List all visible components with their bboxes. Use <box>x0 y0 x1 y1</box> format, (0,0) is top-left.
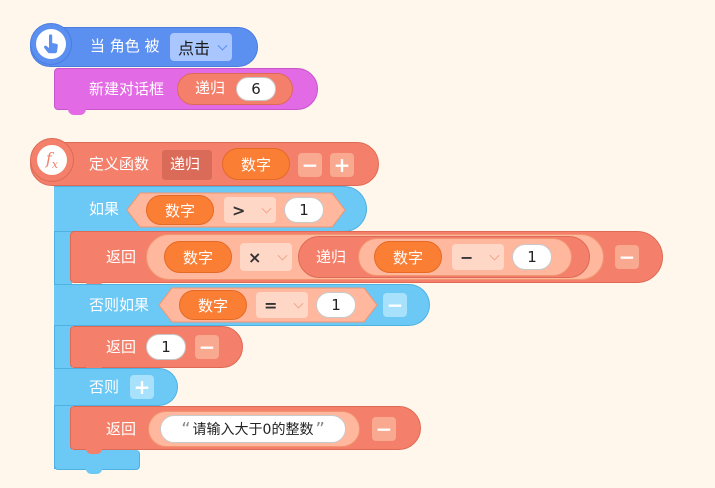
multiply-operator-dropdown[interactable]: × <box>240 243 292 271</box>
return-label: 返回 <box>106 248 137 266</box>
open-quote: “ <box>181 418 191 440</box>
else-if-right-input[interactable]: 1 <box>316 292 356 318</box>
trigger-dropdown[interactable]: 点击 <box>170 33 232 61</box>
chevron-down-icon <box>261 203 272 214</box>
block-notch <box>86 469 102 474</box>
subtract-operator-dropdown[interactable]: − <box>452 244 504 270</box>
call-name-label: 递归 <box>195 79 226 97</box>
subtract-right-input[interactable]: 1 <box>512 244 552 270</box>
chevron-down-icon <box>489 250 500 261</box>
define-function-label: 定义函数 <box>89 155 150 173</box>
function-name-field[interactable] <box>162 150 212 180</box>
else-label: 否则 <box>89 378 120 396</box>
new-dialog-label: 新建对话框 <box>89 80 165 98</box>
operator-value: = <box>264 295 278 315</box>
trigger-value: 点击 <box>178 39 211 58</box>
else-header[interactable] <box>54 368 178 406</box>
function-name: 递归 <box>170 155 201 173</box>
else-if-left-reporter[interactable]: 数字 <box>179 290 247 320</box>
close-quote: ” <box>315 418 325 440</box>
string-input[interactable]: “ 请输入大于0的整数 ” <box>160 415 346 443</box>
return-label: 返回 <box>106 420 137 438</box>
if-right-input[interactable]: 1 <box>284 197 324 223</box>
remove-return-item-button[interactable]: − <box>372 417 396 441</box>
add-else-if-button[interactable]: + <box>130 375 154 399</box>
return-value-input[interactable]: 1 <box>146 334 186 360</box>
multiply-left-reporter[interactable]: 数字 <box>164 241 232 273</box>
subtract-left-reporter[interactable]: 数字 <box>374 241 442 273</box>
remove-else-if-button[interactable]: − <box>383 293 407 317</box>
operator-value: − <box>460 247 474 267</box>
chevron-down-icon <box>293 298 304 309</box>
else-if-label: 否则如果 <box>89 296 150 314</box>
chevron-down-icon <box>217 40 228 51</box>
remove-return-item-button[interactable]: − <box>615 245 639 269</box>
else-if-operator-dropdown[interactable]: = <box>256 292 308 318</box>
remove-param-button[interactable]: − <box>298 153 322 177</box>
param-reporter[interactable]: 数字 <box>222 148 290 180</box>
if-label: 如果 <box>89 200 120 218</box>
call-name-label: 递归 <box>316 248 347 266</box>
event-label: 当 角色 被 <box>90 37 160 55</box>
fx-icon: fx <box>37 145 67 175</box>
add-param-button[interactable]: + <box>330 153 354 177</box>
dialog-arg-input[interactable]: 6 <box>236 77 276 101</box>
return-label: 返回 <box>106 338 137 356</box>
if-left-reporter[interactable]: 数字 <box>146 195 214 225</box>
pointing-hand-icon <box>36 29 66 59</box>
remove-return-item-button[interactable]: − <box>195 335 219 359</box>
block-notch <box>86 449 102 454</box>
string-value: 请输入大于0的整数 <box>192 422 314 438</box>
block-notch <box>68 109 86 115</box>
operator-value: × <box>248 247 262 267</box>
if-operator-dropdown[interactable]: > <box>224 197 276 223</box>
chevron-down-icon <box>277 250 288 261</box>
operator-value: > <box>232 200 246 220</box>
